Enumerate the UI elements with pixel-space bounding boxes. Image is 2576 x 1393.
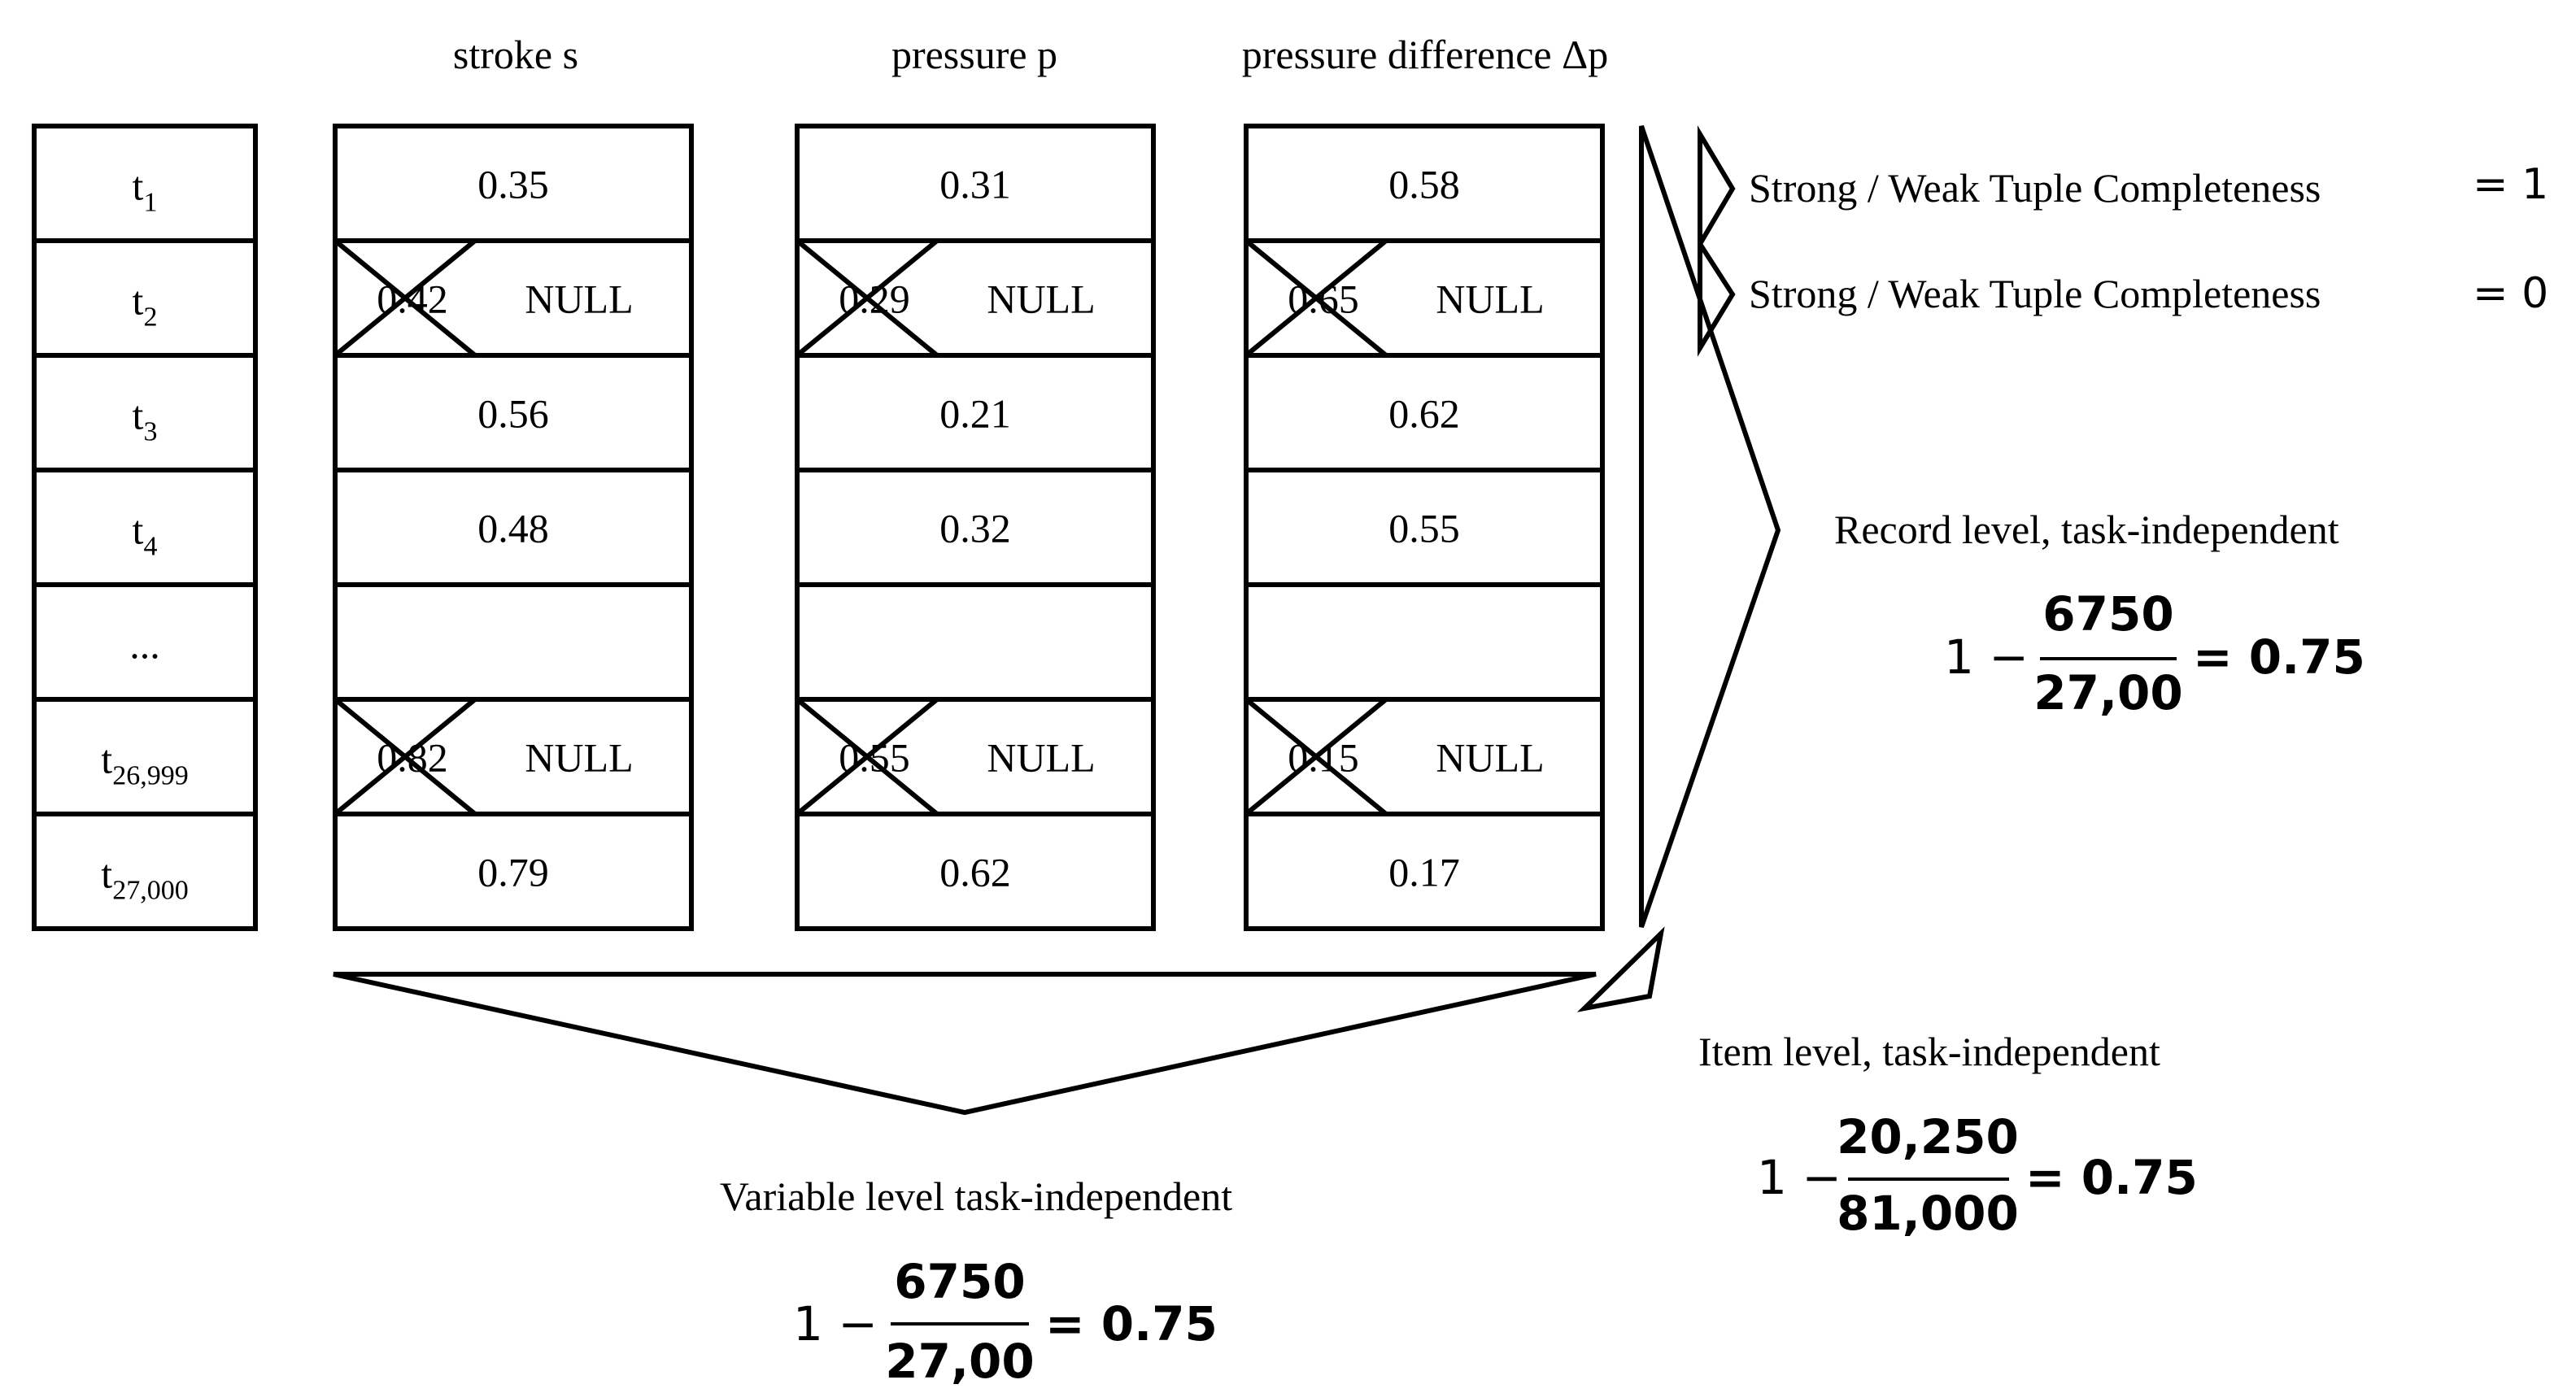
tuple-id-label: t3 (133, 393, 158, 447)
record-level-denominator: 27,00 (2033, 665, 2182, 720)
cell-value: 0.35 (477, 162, 549, 207)
cell-value: 0.32 (939, 506, 1011, 551)
strike-line (333, 238, 477, 358)
value-cell (795, 812, 1156, 931)
cell-value: 0.21 (939, 391, 1011, 437)
cell-value: 0.55 (1388, 506, 1460, 551)
cell-value: 0.62 (1388, 391, 1460, 437)
cell-value: 0.58 (1388, 162, 1460, 207)
cell-value: 0.17 (1388, 850, 1460, 895)
tuple-id-cell (32, 697, 258, 816)
variable-level-lhs: 1 − (793, 1296, 878, 1352)
variable-level-formula: 1 − 6750 27,00 = 0.75 (793, 1254, 1218, 1389)
tuple-completeness-label-2: Strong / Weak Tuple Completeness (1749, 271, 2321, 316)
null-label: NULL (525, 735, 633, 781)
item-level-denominator: 81,000 (1837, 1186, 2019, 1241)
variable-level-numerator: 6750 (894, 1254, 1025, 1309)
tuple-completeness-result-2: = 0 (2473, 269, 2548, 318)
variable-level-label: Variable level task-independent (720, 1173, 1232, 1219)
record-level-numerator: 6750 (2042, 586, 2173, 642)
record-level-formula: 1 − 6750 27,00 = 0.75 (1944, 586, 2365, 720)
record-level-result: = 0.75 (2193, 629, 2365, 685)
cell-value: 0.31 (939, 162, 1011, 207)
tuple-id-cell (32, 353, 258, 472)
value-cell (333, 582, 694, 702)
strike-line (333, 697, 477, 816)
header-pressure-difference: pressure difference Δp (1242, 32, 1608, 77)
variable-level-denominator: 27,00 (885, 1334, 1034, 1389)
tuple-id-cell (32, 812, 258, 931)
item-level-numerator: 20,250 (1837, 1109, 2019, 1164)
tuple-id-label: t26,999 (101, 737, 188, 791)
item-level-lhs: 1 − (1757, 1150, 1842, 1205)
tuple-id-label: ... (129, 622, 160, 668)
null-label: NULL (1436, 276, 1544, 322)
null-label: NULL (525, 276, 633, 322)
header-pressure: pressure p (891, 32, 1057, 77)
header-stroke: stroke s (453, 32, 578, 77)
null-label: NULL (987, 276, 1095, 322)
record-level-brace (1639, 125, 1781, 928)
null-label: NULL (987, 735, 1095, 781)
value-cell (1244, 582, 1605, 702)
tuple-bracket-row2 (1698, 235, 1736, 357)
tuple-id-column: t1 t2 t3 t4... t26,999 t27,000 (32, 124, 258, 931)
null-label: NULL (1436, 735, 1544, 781)
tuple-id-label: t2 (133, 278, 158, 333)
value-cell (333, 812, 694, 931)
strike-line (1244, 238, 1388, 358)
strike-line (1244, 697, 1388, 816)
strike-line (795, 697, 939, 816)
tuple-bracket-row1 (1698, 125, 1736, 254)
tuple-id-cell (32, 124, 258, 243)
tuple-id-label: t27,000 (101, 851, 188, 906)
cell-value: 0.48 (477, 506, 549, 551)
item-level-formula: 1 − 20,250 81,000 = 0.75 (1757, 1109, 2198, 1241)
record-level-label: Record level, task-independent (1834, 507, 2339, 552)
cell-value: 0.56 (477, 391, 549, 437)
item-level-brace (1576, 926, 1665, 1012)
item-level-result: = 0.75 (2025, 1150, 2198, 1205)
tuple-id-label: t4 (133, 507, 158, 562)
record-level-lhs: 1 − (1944, 629, 2029, 685)
tuple-completeness-result-1: = 1 (2473, 160, 2548, 209)
tuple-id-cell (32, 468, 258, 587)
cell-value: 0.79 (477, 850, 549, 895)
value-cell (1244, 812, 1605, 931)
tuple-id-label: t1 (133, 163, 158, 218)
tuple-completeness-label-1: Strong / Weak Tuple Completeness (1749, 165, 2321, 211)
variable-level-brace (333, 972, 1597, 1116)
variable-level-result: = 0.75 (1045, 1296, 1218, 1352)
item-level-label: Item level, task-independent (1698, 1029, 2160, 1074)
value-cell (795, 582, 1156, 702)
tuple-id-cell (32, 238, 258, 358)
strike-line (795, 238, 939, 358)
cell-value: 0.62 (939, 850, 1011, 895)
